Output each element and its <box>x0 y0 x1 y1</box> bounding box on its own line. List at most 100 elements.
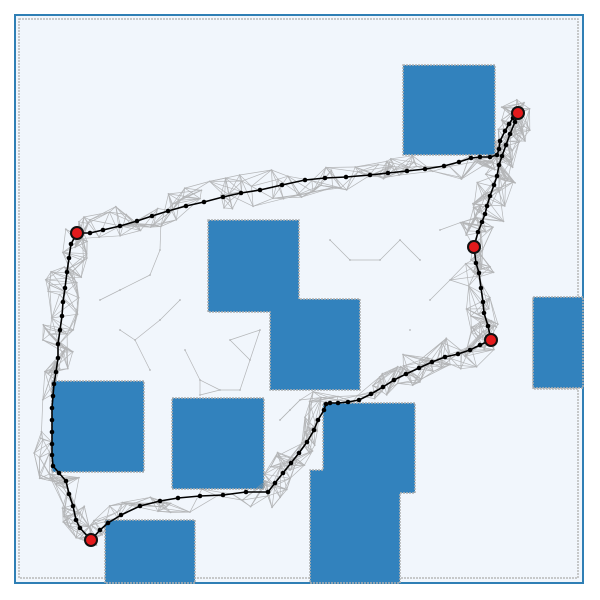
roadmap-edge <box>501 119 526 142</box>
roadmap-edge <box>66 329 74 335</box>
roadmap-edge <box>485 164 500 175</box>
roadmap-edge <box>171 187 186 211</box>
roadmap-edge <box>271 169 288 177</box>
roadmap-edge <box>93 505 110 521</box>
path-node <box>175 495 181 501</box>
roadmap-edge <box>62 507 70 528</box>
roadmap-edge <box>314 430 318 446</box>
roadmap-edge <box>470 315 481 323</box>
roadmap-edge <box>45 277 73 281</box>
roadmap-edge <box>115 206 121 236</box>
roadmap-edge <box>73 477 80 505</box>
roadmap-node <box>71 350 74 353</box>
roadmap-node <box>396 365 399 368</box>
path-node <box>55 355 61 361</box>
roadmap-edge <box>297 191 313 196</box>
roadmap-edge <box>472 192 487 204</box>
roadmap-edge <box>468 285 491 298</box>
roadmap-edge <box>50 266 65 273</box>
roadmap-edge <box>89 219 100 238</box>
roadmap-node <box>266 495 269 497</box>
roadmap-node <box>495 157 497 160</box>
roadmap-edge <box>170 503 191 513</box>
roadmap-edge <box>209 174 240 182</box>
path-node <box>315 417 321 423</box>
roadmap-edge <box>482 227 494 250</box>
roadmap-edge <box>160 210 173 227</box>
roadmap-node <box>381 372 384 375</box>
roadmap-edge <box>109 505 119 519</box>
obstacle-layer <box>51 64 584 584</box>
roadmap-edge <box>498 164 509 179</box>
roadmap-edge <box>420 338 447 360</box>
roadmap-node <box>285 488 288 491</box>
roadmap-edge <box>439 222 461 231</box>
roadmap-node <box>493 348 495 351</box>
roadmap-node <box>402 364 405 367</box>
roadmap-edge <box>449 263 480 281</box>
obstacle-bottom-center <box>309 402 416 584</box>
roadmap-edge <box>357 376 380 396</box>
roadmap-edge <box>45 279 67 293</box>
path-node <box>416 365 422 371</box>
roadmap-node <box>296 458 298 461</box>
roadmap-edge <box>372 376 380 386</box>
roadmap-node <box>411 154 414 157</box>
roadmap-edge <box>480 255 491 268</box>
path-node <box>496 146 502 152</box>
roadmap-node <box>492 226 494 229</box>
roadmap-node <box>149 369 151 371</box>
roadmap-edge <box>478 297 491 315</box>
roadmap-edge <box>484 297 491 310</box>
path-node <box>323 401 329 407</box>
roadmap-node <box>85 252 88 255</box>
roadmap-node <box>398 174 400 177</box>
roadmap-node <box>134 339 136 341</box>
roadmap-edge <box>309 396 339 402</box>
roadmap-node <box>313 444 316 447</box>
roadmap-edge <box>460 349 494 351</box>
roadmap-edge <box>39 441 52 458</box>
roadmap-edge <box>472 187 500 204</box>
roadmap-edge <box>72 297 80 330</box>
roadmap-edge <box>68 526 77 538</box>
path-node <box>494 152 500 158</box>
path-node <box>404 168 410 174</box>
roadmap-node <box>439 229 441 231</box>
path-node <box>502 128 508 134</box>
roadmap-edge <box>460 222 486 233</box>
roadmap-edge <box>402 354 431 362</box>
roadmap-edge <box>470 345 494 350</box>
roadmap-node <box>80 276 83 279</box>
roadmap-edge <box>289 450 313 471</box>
path-node <box>422 166 428 172</box>
roadmap-node <box>238 174 241 176</box>
roadmap-edge <box>50 271 77 284</box>
roadmap-edge <box>450 358 462 369</box>
obstacle-top-right <box>402 64 496 156</box>
roadmap-edge <box>183 189 202 198</box>
path-node <box>60 299 66 305</box>
roadmap-edge <box>461 349 494 354</box>
path-node <box>503 142 509 148</box>
roadmap-edge <box>109 211 121 236</box>
path-node <box>137 503 143 509</box>
roadmap-edge <box>115 206 121 226</box>
roadmap-edge <box>93 520 103 535</box>
roadmap-node <box>419 259 421 261</box>
roadmap-node <box>415 165 418 168</box>
roadmap-edge <box>393 166 417 171</box>
roadmap-node <box>199 394 201 396</box>
roadmap-edge <box>384 174 400 178</box>
roadmap-node <box>426 357 429 359</box>
roadmap-edge <box>79 239 87 254</box>
roadmap-edge <box>266 481 287 490</box>
roadmap-edge <box>64 488 69 508</box>
roadmap-edge <box>301 417 306 443</box>
roadmap-edge <box>264 452 278 475</box>
path-node <box>367 172 373 178</box>
roadmap-edge <box>77 236 100 240</box>
path-node <box>302 177 308 183</box>
roadmap-node <box>83 216 85 218</box>
roadmap-edge <box>460 222 468 232</box>
